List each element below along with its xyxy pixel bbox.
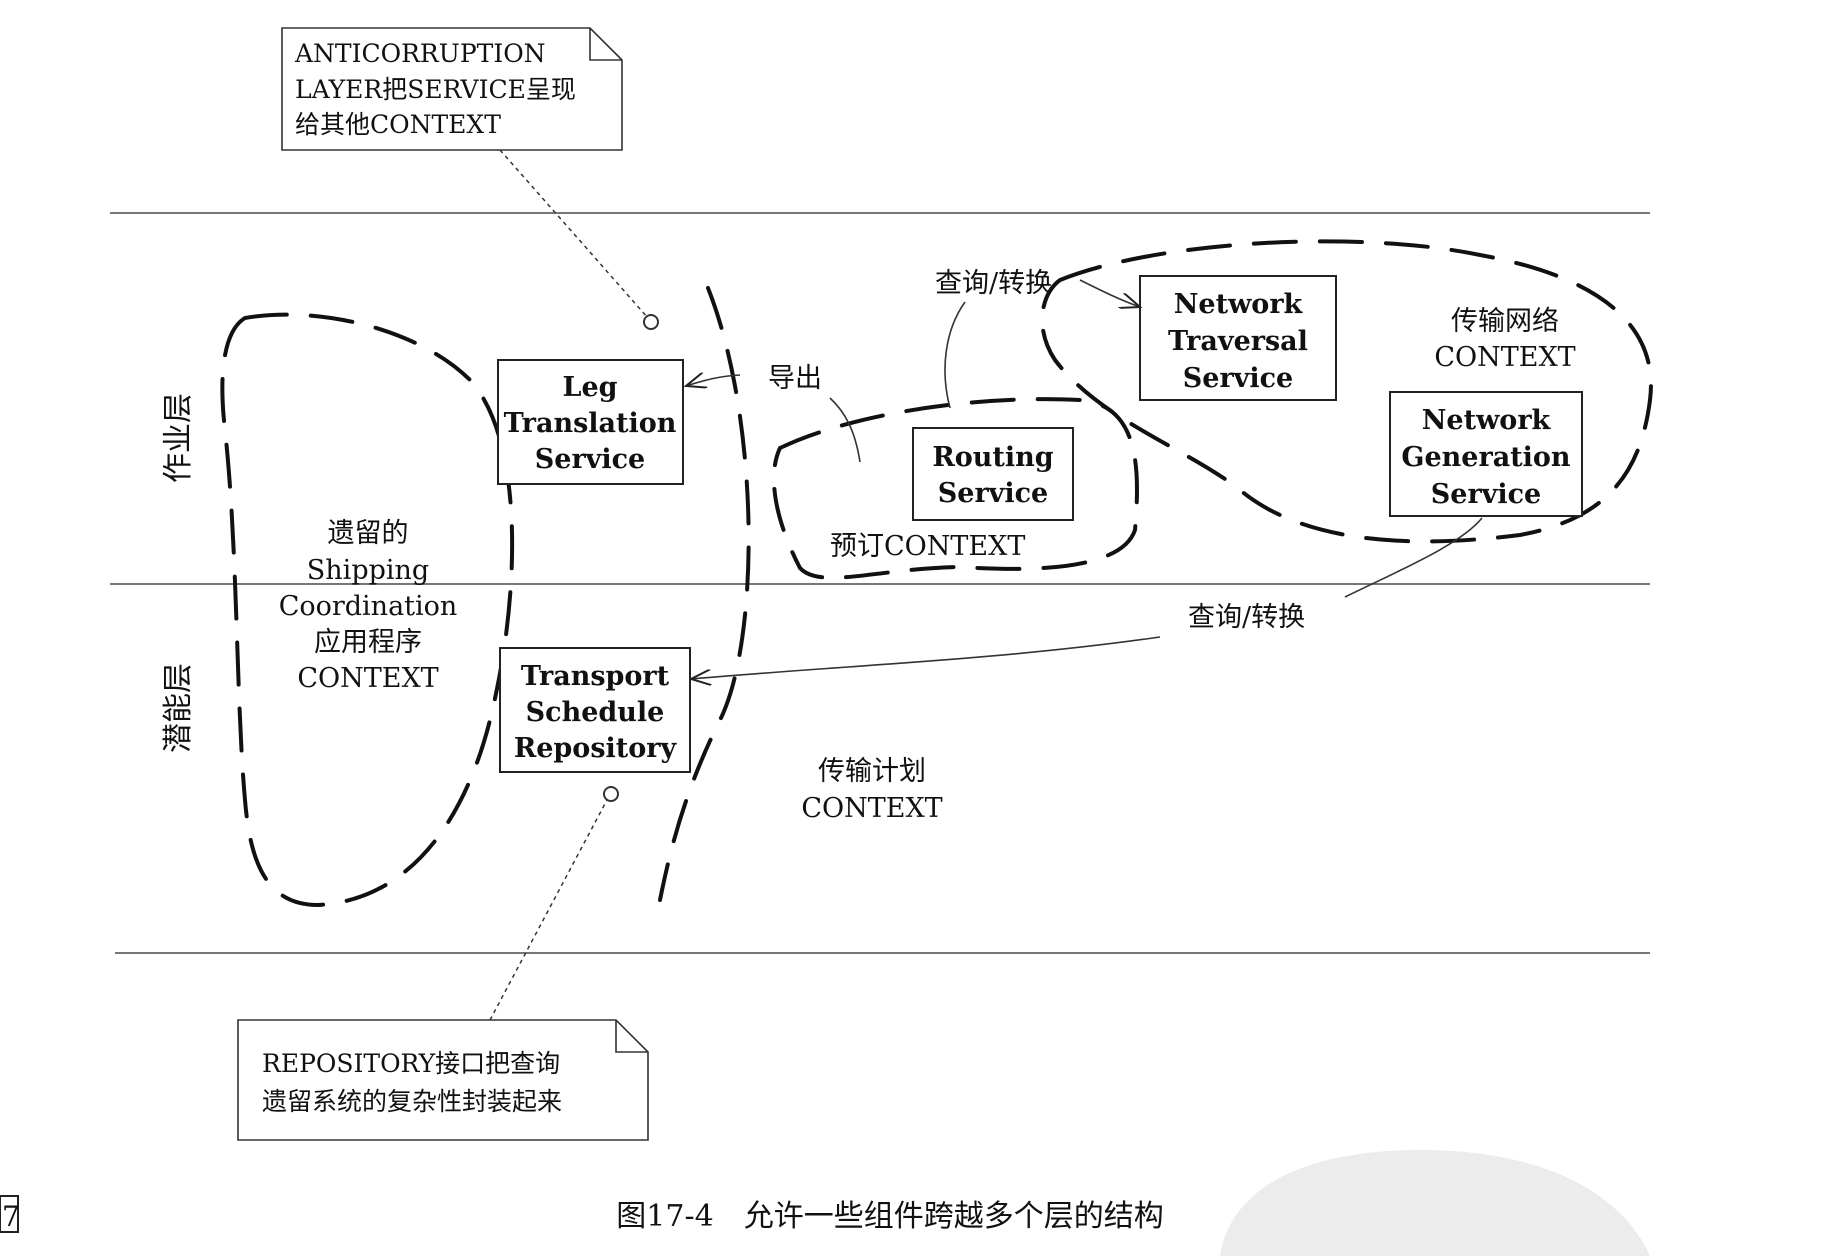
- repository-note-fold: [615, 1020, 648, 1053]
- layer-label-operations: 作业层: [161, 393, 196, 483]
- query-transform-arrow-bottom: [691, 636, 1161, 679]
- legacy-context-line3: Coordination: [279, 591, 458, 622]
- repository-note-endpoint: [603, 786, 619, 802]
- network-traversal-service-line2: Traversal: [1168, 326, 1308, 357]
- legacy-context-line4: 应用程序: [314, 627, 422, 658]
- booking-context-label: 预订CONTEXT: [830, 531, 1025, 562]
- figure-caption: 图17-4 允许一些组件跨越多个层的结构: [616, 1199, 1163, 1234]
- repository-note-leader: [489, 799, 608, 1021]
- network-generation-service-line2: Generation: [1401, 442, 1571, 473]
- anticorruption-note-fold: [589, 28, 622, 61]
- query-transform-label-top: 查询/转换: [935, 268, 1052, 299]
- repository-note-line1: REPOSITORY接口把查询: [262, 1049, 560, 1078]
- legacy-context-line1: 遗留的: [328, 518, 409, 549]
- layer-label-potential: 潜能层: [161, 663, 196, 753]
- network-generation-service-line1: Network: [1422, 405, 1552, 436]
- query-transform-connector-bottom: [1344, 517, 1483, 598]
- leg-translation-service-line3: Service: [535, 444, 645, 475]
- legacy-context-line2: Shipping: [307, 555, 429, 586]
- page-marker-box: [0, 1195, 19, 1233]
- anticorruption-note-line1: ANTICORRUPTION: [294, 39, 546, 68]
- legacy-context-line5: CONTEXT: [297, 663, 438, 694]
- query-transform-label-bottom: 查询/转换: [1188, 602, 1305, 633]
- planning-context-boundary: [658, 286, 751, 902]
- network-traversal-service-box: [1139, 275, 1337, 401]
- network-traversal-service-line3: Service: [1183, 363, 1293, 394]
- anticorruption-note-line3: 给其他CONTEXT: [295, 110, 501, 139]
- export-connector: [829, 397, 861, 463]
- booking-context-boundary: [771, 397, 1139, 580]
- network-context-line1: 传输网络: [1451, 306, 1559, 337]
- export-arrow: [686, 375, 741, 386]
- network-generation-service-line3: Service: [1431, 479, 1541, 510]
- page-marker: 7: [2, 1200, 20, 1233]
- routing-service-line1: Routing: [932, 442, 1053, 473]
- transport-schedule-repository-box: [499, 647, 691, 773]
- leg-translation-service-line2: Translation: [504, 408, 677, 439]
- leg-translation-service-line1: Leg: [562, 372, 617, 403]
- legacy-context-boundary: [220, 312, 515, 908]
- repository-note-line2: 遗留系统的复杂性封装起来: [262, 1087, 562, 1116]
- transport-schedule-repository-line3: Repository: [514, 733, 678, 764]
- network-traversal-service-line1: Network: [1174, 289, 1304, 320]
- repository-note-box: [237, 1019, 649, 1141]
- anticorruption-note-box: [281, 27, 623, 151]
- anticorruption-note-leader: [499, 149, 649, 319]
- network-context-line2: CONTEXT: [1434, 342, 1575, 373]
- planning-context-line2: CONTEXT: [801, 793, 942, 824]
- leg-translation-service-box: [497, 359, 684, 485]
- network-generation-service-box: [1389, 391, 1583, 517]
- transport-schedule-repository-line2: Schedule: [526, 697, 665, 728]
- routing-service-box: [912, 427, 1074, 521]
- query-transform-connector-top: [944, 301, 966, 409]
- query-transform-arrow-top: [1079, 279, 1140, 307]
- network-context-boundary: [1040, 239, 1653, 544]
- watermark-blob: [1220, 1150, 1650, 1256]
- planning-context-line1: 传输计划: [818, 756, 926, 787]
- routing-service-line2: Service: [938, 478, 1048, 509]
- anticorruption-note-line2: LAYER把SERVICE呈现: [295, 75, 576, 104]
- transport-schedule-repository-line1: Transport: [521, 661, 670, 692]
- export-label: 导出: [768, 363, 822, 394]
- anticorruption-note-endpoint: [643, 314, 659, 330]
